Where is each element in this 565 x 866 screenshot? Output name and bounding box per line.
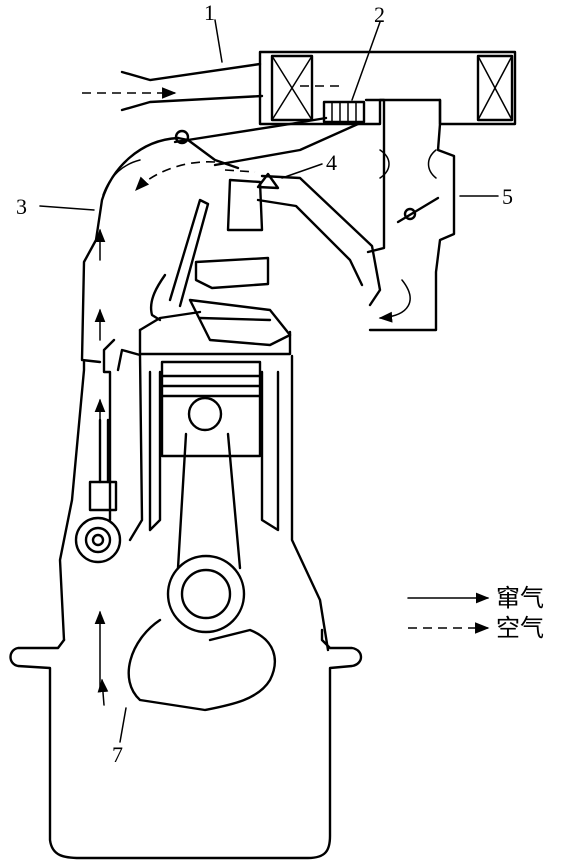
leader-lines — [39, 19, 499, 743]
blowby-arrow-crankcase-2 — [97, 678, 109, 706]
blowby-arrow-head-3 — [102, 159, 141, 196]
air-flow-cover-2 — [224, 169, 256, 173]
carburetor — [364, 98, 456, 332]
callout-2: 2 — [374, 2, 385, 27]
air-flow-cover — [135, 161, 216, 192]
callout-1: 1 — [204, 0, 215, 25]
blowby-flow-manifold — [378, 279, 411, 323]
crankcase — [9, 628, 363, 860]
valve-train — [149, 178, 292, 347]
callout-3: 3 — [16, 194, 27, 219]
pcv-valve — [256, 172, 382, 307]
callout-5: 5 — [502, 184, 513, 209]
air-cleaner — [258, 50, 517, 126]
callout-7: 7 — [112, 742, 123, 767]
legend-blowby-label: 窜气 — [496, 584, 544, 612]
pcv-fitting — [322, 100, 366, 124]
cylinder-head — [138, 310, 292, 356]
piston — [160, 360, 262, 458]
legend: 窜气 空气 — [407, 584, 544, 642]
distributor — [74, 418, 122, 564]
cylinder-block — [58, 338, 330, 652]
intake-snorkel — [120, 62, 264, 112]
connecting-rod — [166, 432, 246, 634]
air-hose — [173, 116, 360, 167]
crankshaft — [127, 618, 277, 712]
callout-4: 4 — [326, 150, 337, 175]
legend-air-label: 空气 — [496, 614, 544, 642]
